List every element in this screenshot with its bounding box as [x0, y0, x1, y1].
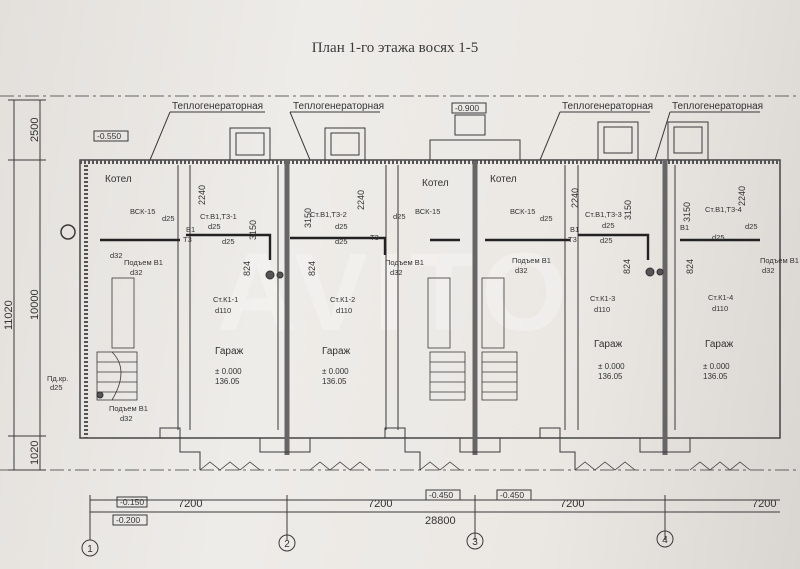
garage-abs-1: 136.05 [215, 377, 240, 386]
b1-label-2: В1 [570, 225, 579, 234]
level-top-left: -0.550 [97, 131, 121, 141]
lift-label-3: Подъем В1 [512, 256, 551, 265]
boiler-label-1: Котел [105, 174, 132, 185]
lift-label-2: Подъем В1 [385, 258, 424, 267]
dim-3150-3: 3150 [623, 200, 633, 220]
boiler-room-label-3: Теплогенераторная [562, 101, 653, 112]
d32-2: d32 [390, 268, 403, 277]
dim-bay-1: 7200 [178, 498, 202, 510]
riser-t1: Ст.В1,Т3-1 [200, 212, 237, 221]
d32-4: d32 [762, 266, 775, 275]
lift-label-4: Подъем В1 [760, 256, 799, 265]
vsk-label-2: ВСК-15 [415, 207, 440, 216]
level-bottom-2: -0.200 [116, 515, 140, 525]
d25-10: d25 [745, 222, 758, 231]
d25-11: d25 [712, 233, 725, 242]
t3-label-3: Т3 [568, 235, 577, 244]
t3-label-1: Т3 [183, 235, 192, 244]
lift-label-1: Подъем В1 [124, 258, 163, 267]
d32-1: d32 [130, 268, 143, 277]
d25-12: d25 [50, 383, 63, 392]
d32-6: d32 [110, 251, 123, 260]
b1-label-3: В1 [680, 223, 689, 232]
dim-height-mid: 10000 [29, 289, 41, 320]
dim-2240-1: 2240 [197, 185, 207, 205]
boiler-label-2: Котел [422, 178, 449, 189]
garage-abs-4: 136.05 [703, 372, 728, 381]
level-top-mid: -0.900 [455, 103, 479, 113]
dim-824-3: 824 [622, 259, 632, 274]
boiler-room-label-2: Теплогенераторная [293, 101, 384, 112]
garage-abs-2: 136.05 [322, 377, 347, 386]
riser-t3: Ст.В1,Т3-3 [585, 210, 622, 219]
axis-2: 2 [284, 539, 290, 550]
dim-height-top: 2500 [29, 118, 41, 142]
d25-3: d25 [222, 237, 235, 246]
dim-824-4: 824 [685, 259, 695, 274]
riser-t2: Ст.В1,Т3-2 [310, 210, 347, 219]
d110-4: d110 [712, 304, 728, 313]
riser-t4: Ст.В1,Т3-4 [705, 205, 742, 214]
d25-1: d25 [162, 214, 175, 223]
d25-2: d25 [208, 222, 221, 231]
dim-total: 28800 [425, 515, 456, 527]
dim-824-2: 824 [307, 261, 317, 276]
garage-abs-3: 136.05 [598, 372, 623, 381]
d32-5: d32 [120, 414, 133, 423]
garage-level-4: ± 0.000 [703, 362, 730, 371]
level-bottom-1: -0.150 [120, 497, 144, 507]
dim-2240-2: 2240 [356, 190, 366, 210]
boiler-label-3: Котел [490, 174, 517, 185]
dim-bay-4: 7200 [752, 498, 776, 510]
boiler-room-label-1: Теплогенераторная [172, 101, 263, 112]
dim-3150-2: 3150 [303, 208, 313, 228]
dim-824-1: 824 [242, 261, 252, 276]
riser-k2: Ст.К1-2 [330, 295, 355, 304]
axis-1: 1 [87, 544, 93, 555]
garage-label-4: Гараж [705, 339, 734, 350]
garage-level-2: ± 0.000 [322, 367, 349, 376]
dim-2240-3: 2240 [570, 188, 580, 208]
t3-label-2: Т3 [370, 233, 379, 242]
dim-2240-4: 2240 [737, 186, 747, 206]
d25-9: d25 [600, 236, 613, 245]
dim-height-total: 11020 [3, 300, 15, 330]
dim-3150-1: 3150 [248, 220, 258, 240]
pi-label: Пд.кр. [47, 374, 68, 383]
dim-3150-4: 3150 [682, 202, 692, 222]
riser-k1: Ст.К1-1 [213, 295, 238, 304]
dim-bay-2: 7200 [368, 498, 392, 510]
b1-label-1: В1 [186, 225, 195, 234]
d25-6: d25 [393, 212, 406, 221]
axis-3: 3 [472, 537, 478, 548]
d32-3: d32 [515, 266, 528, 275]
axis-4: 4 [662, 535, 668, 546]
boiler-room-label-4: Теплогенераторная [672, 101, 763, 112]
d25-8: d25 [602, 221, 615, 230]
riser-k3: Ст.К1-3 [590, 294, 615, 303]
d110-2: d110 [336, 306, 352, 315]
lift-label-5: Подъем В1 [109, 404, 148, 413]
garage-label-3: Гараж [594, 339, 623, 350]
garage-label-2: Гараж [322, 346, 351, 357]
vsk-label-3: ВСК-15 [510, 207, 535, 216]
level-bottom-3: -0.450 [429, 490, 453, 500]
dim-bay-3: 7200 [560, 498, 584, 510]
d25-4: d25 [335, 222, 348, 231]
garage-level-3: ± 0.000 [598, 362, 625, 371]
d110-1: d110 [215, 306, 231, 315]
watermark: AVITO [217, 231, 573, 354]
garage-label-1: Гараж [215, 346, 244, 357]
riser-k4: Ст.К1-4 [708, 293, 733, 302]
garage-level-1: ± 0.000 [215, 367, 242, 376]
d110-3: d110 [594, 305, 610, 314]
vsk-label-1: ВСК-15 [130, 207, 155, 216]
level-bottom-4: -0.450 [500, 490, 524, 500]
plan-title: План 1-го этажа восях 1-5 [311, 40, 479, 56]
dim-height-bot: 1020 [29, 441, 41, 465]
d25-7: d25 [540, 214, 553, 223]
d25-5: d25 [335, 237, 348, 246]
